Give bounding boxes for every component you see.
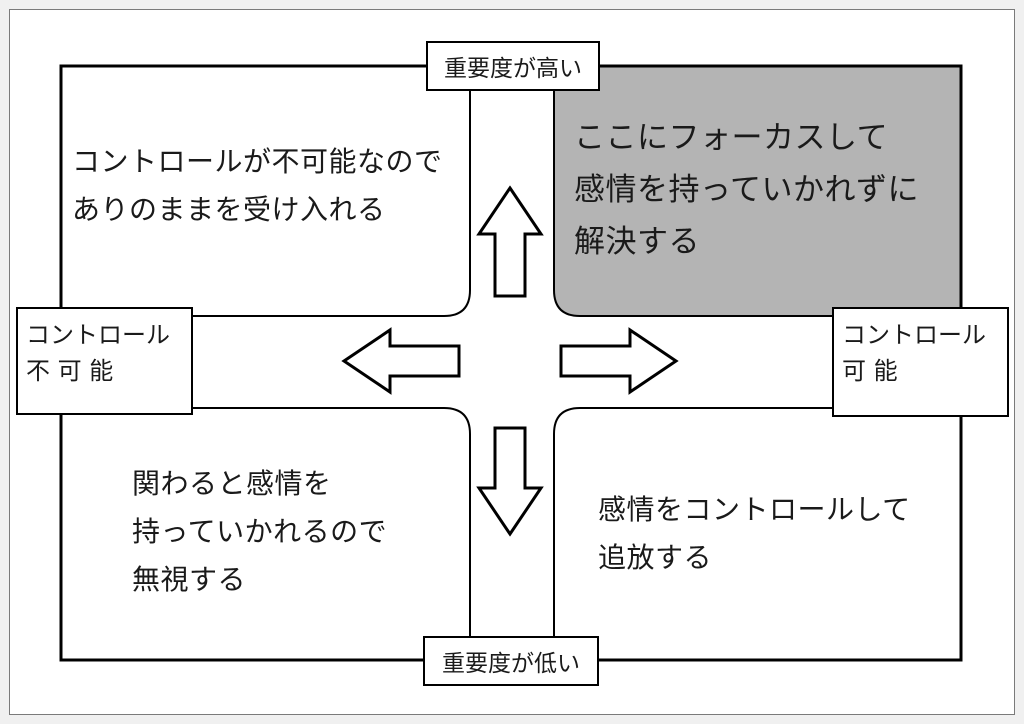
quadrant-top-right-text: ここにフォーカスして 感情を持っていかれずに 解決する: [574, 112, 919, 268]
label-importance-low-text: 重要度が低い: [442, 651, 580, 677]
text-line: コントロールが不可能なので: [72, 145, 443, 178]
label-controllable-char: 能: [873, 357, 898, 385]
text-line: 関わると感情を: [132, 467, 332, 500]
label-controllable-line1: コントロール: [842, 321, 986, 349]
label-importance-high: 重要度が高い: [426, 41, 600, 91]
quadrant-bottom-right-text: 感情をコントロールして 追放する: [598, 486, 911, 582]
label-importance-low: 重要度が低い: [423, 636, 599, 686]
quadrant-bottom-left: [60, 407, 471, 661]
label-uncontrollable: コントロール 不 可 能: [16, 307, 193, 415]
arrow-left-icon: [341, 327, 461, 395]
text-line: ありのままを受け入れる: [72, 193, 386, 226]
label-uncontrollable-char: 能: [89, 357, 114, 385]
quadrant-top-left: [60, 65, 471, 317]
text-line: 追放する: [598, 541, 713, 574]
quadrant-top-left-text: コントロールが不可能なので ありのままを受け入れる: [72, 138, 443, 234]
label-controllable: コントロール 可 能: [832, 307, 1009, 417]
text-line: 感情をコントロールして: [598, 493, 911, 526]
label-uncontrollable-line2: 不 可 能: [26, 353, 183, 389]
label-uncontrollable-char: 可: [57, 357, 82, 385]
arrow-up-icon: [476, 185, 544, 298]
arrow-right-icon: [559, 327, 679, 395]
text-line: 無視する: [132, 563, 247, 596]
label-uncontrollable-line1: コントロール: [26, 321, 170, 349]
label-controllable-char: 可: [842, 357, 866, 385]
text-line: 解決する: [574, 224, 700, 260]
label-controllable-line2: 可 能: [842, 353, 999, 389]
label-uncontrollable-char: 不: [26, 357, 50, 385]
text-line: 持っていかれるので: [132, 515, 388, 548]
text-line: 感情を持っていかれずに: [574, 172, 919, 208]
text-line: ここにフォーカスして: [574, 120, 889, 156]
quadrant-bottom-left-text: 関わると感情を 持っていかれるので 無視する: [132, 460, 387, 604]
arrow-down-icon: [476, 426, 544, 537]
label-importance-high-text: 重要度が高い: [444, 56, 582, 82]
